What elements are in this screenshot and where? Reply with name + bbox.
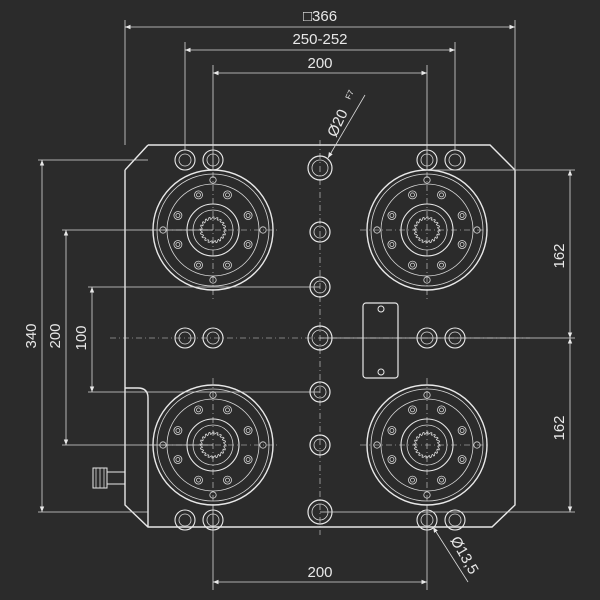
extension-lines xyxy=(38,20,575,590)
center-bore xyxy=(309,434,331,456)
dim-bore-tolerance: F7 xyxy=(344,88,356,101)
center-bores xyxy=(307,155,333,525)
dim-bore-diameter: Ø20 xyxy=(324,107,351,140)
air-connector xyxy=(92,467,126,489)
dim-total-height: 340 xyxy=(23,323,40,348)
dim-right-lower: 162 xyxy=(551,415,568,440)
centerlines xyxy=(110,140,530,535)
mounting-hole xyxy=(444,149,466,171)
dim-height-200: 200 xyxy=(47,323,64,348)
center-slot xyxy=(362,302,399,379)
dim-top-spacing: 200 xyxy=(307,55,332,72)
mounting-hole xyxy=(444,509,466,531)
dim-right-upper: 162 xyxy=(551,243,568,268)
dim-overall-square: □366 xyxy=(303,8,337,25)
dim-height-100: 100 xyxy=(73,325,90,350)
plate-outline xyxy=(124,144,516,528)
mounting-hole xyxy=(202,327,224,349)
mounting-hole xyxy=(174,327,196,349)
dimension-labels: □366 250-252 200 200 Ø20 F7 Ø13,5 340 20… xyxy=(23,8,568,581)
center-bore xyxy=(307,155,333,181)
dim-center-spacing: 250-252 xyxy=(292,31,347,48)
dim-hole-diameter: Ø13,5 xyxy=(447,534,482,578)
dimension-lines xyxy=(39,24,573,585)
center-bore xyxy=(309,221,331,243)
mounting-hole xyxy=(174,149,196,171)
dim-bottom-spacing: 200 xyxy=(307,564,332,581)
mounting-hole xyxy=(174,509,196,531)
chuck-module xyxy=(366,384,488,506)
